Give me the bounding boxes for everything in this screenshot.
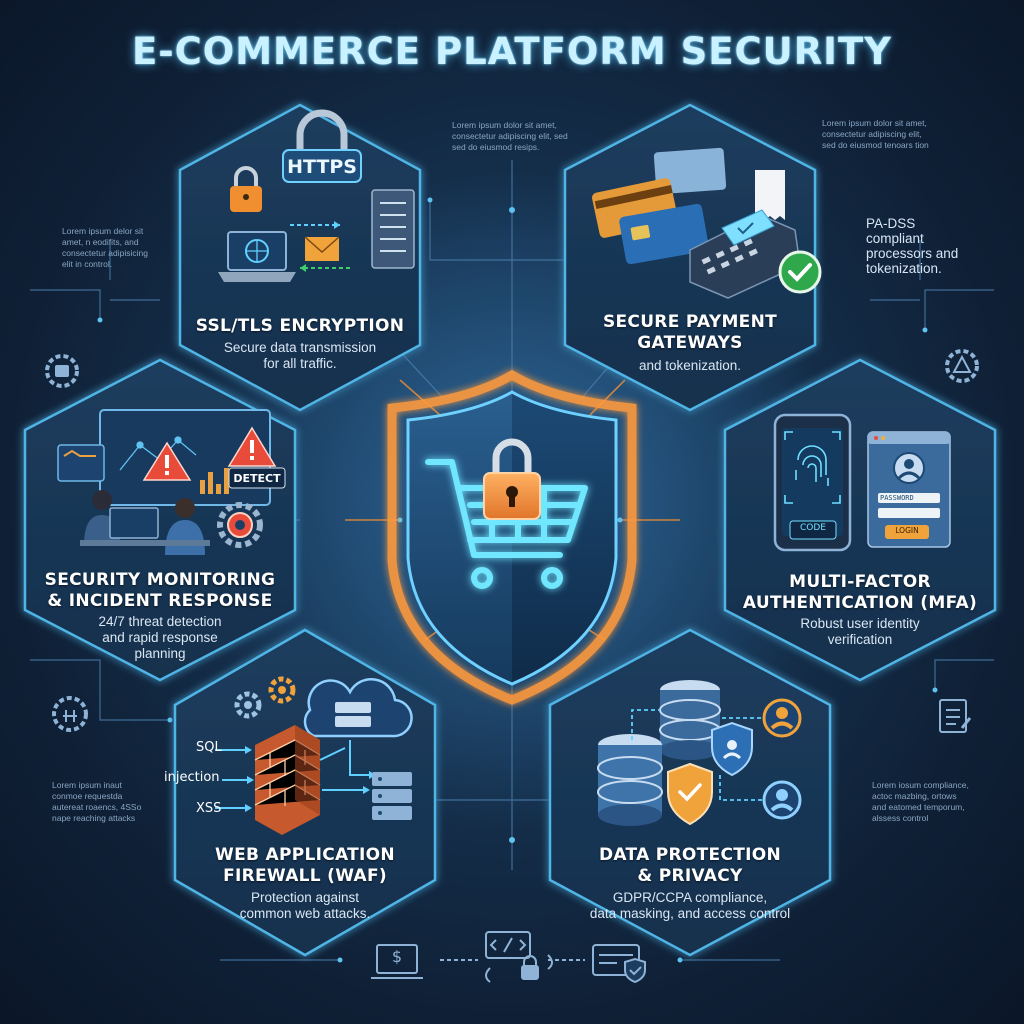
ssl-art	[218, 109, 415, 282]
note-line: Lorem ipsum dolor sit amet,	[452, 120, 557, 130]
mfa-password-field: PASSWORD	[880, 494, 914, 502]
payment-art	[592, 147, 822, 299]
note-line: amet, n eodifits, and	[62, 237, 139, 247]
waf-attack-xss: XSS	[196, 801, 222, 816]
note-line: actoc mazbing, ortows	[872, 791, 957, 801]
payment-title-line2: GATEWAYS	[637, 333, 743, 353]
data-desc: GDPR/CCPA compliance, data masking, and …	[550, 890, 830, 922]
note-line: sed do eiusmod tenoars tion	[822, 140, 929, 150]
https-badge: HTTPS	[272, 150, 372, 184]
ssl-desc: Secure data transmission for all traffic…	[180, 340, 420, 372]
waf-art	[215, 676, 413, 835]
mfa-art	[773, 413, 951, 552]
monitoring-desc-line2: and rapid response	[102, 630, 218, 645]
mfa-desc-line1: Robust user identity	[800, 616, 920, 631]
note-line: elit in control.	[62, 259, 113, 269]
waf-desc-line1: Protection against	[250, 890, 360, 905]
data-title: DATA PROTECTION & PRIVACY	[550, 845, 830, 887]
monitoring-desc-line1: 24/7 threat detection	[98, 614, 222, 629]
mfa-desc: Robust user identity verification	[725, 616, 995, 648]
hex-ssl	[178, 103, 422, 412]
waf-attack-injection: injection	[164, 770, 220, 785]
monitoring-desc-line3: planning	[134, 646, 186, 661]
bottom-icons	[371, 931, 646, 984]
monitoring-title-line2: & INCIDENT RESPONSE	[47, 591, 273, 611]
waf-desc-line2: common web attacks.	[239, 906, 371, 921]
note-top-left: Lorem ipsum dolor sit amet, consectetur …	[452, 120, 592, 153]
data-title-line2: & PRIVACY	[637, 866, 743, 886]
ssl-desc-line1: Secure data transmission	[223, 340, 377, 355]
mfa-title: MULTI-FACTOR AUTHENTICATION (MFA)	[725, 572, 995, 614]
note-left: Lorem ipsum delor sit amet, n eodifits, …	[62, 226, 172, 270]
note-top-right: Lorem ipsum dolor sit amet, consectetur …	[822, 118, 972, 151]
payment-desc: and tokenization.	[565, 358, 815, 374]
note-line: consectetur adipiscing elit,	[822, 129, 922, 139]
note-line: conmoe requestda	[52, 791, 123, 801]
waf-attack-sql: SQL	[196, 740, 222, 755]
note-line: autereat roaencs, 4SSo	[52, 802, 142, 812]
mfa-login-button[interactable]: LOGIN	[895, 526, 919, 535]
note-line: Lorem ipsum dolor sit amet,	[822, 118, 927, 128]
mfa-title-line1: MULTI-FACTOR	[789, 572, 931, 592]
https-label: HTTPS	[287, 156, 357, 178]
side-gear-left-top	[45, 354, 79, 388]
note-line: nape reaching attacks	[52, 813, 136, 823]
note-bottom-left: Lorem ipsum inaut conmoe requestda auter…	[52, 780, 172, 824]
side-gear-left-bottom	[52, 696, 88, 732]
note-line: tokenization.	[866, 261, 942, 276]
monitoring-title: SECURITY MONITORING & INCIDENT RESPONSE	[25, 570, 295, 612]
mfa-code-label: CODE	[800, 523, 826, 533]
note-line: PA-DSS	[866, 216, 916, 231]
note-line: and eatomed temporum,	[872, 802, 965, 812]
note-line: consectetur adipiscing elit, sed	[452, 131, 568, 141]
data-art	[597, 680, 802, 826]
monitoring-art	[57, 409, 286, 555]
note-bottom-right: Lorem iosum compliance, actoc mazbing, o…	[872, 780, 1002, 824]
monitoring-desc: 24/7 threat detection and rapid response…	[25, 614, 295, 662]
note-line: compliant	[866, 231, 924, 246]
payment-title: SECURE PAYMENT GATEWAYS	[565, 312, 815, 354]
note-line: sed do eiusmod resips.	[452, 142, 540, 152]
note-line: Lorem ipsum delor sit	[62, 226, 144, 236]
monitoring-title-line1: SECURITY MONITORING	[44, 570, 276, 590]
note-line: Lorem iosum compliance,	[872, 780, 969, 790]
page-title: E-COMMERCE PLATFORM SECURITY	[132, 30, 892, 73]
note-line: processors and	[866, 246, 959, 261]
waf-title-line1: WEB APPLICATION	[215, 845, 395, 865]
ssl-title-line1: SSL/TLS ENCRYPTION	[195, 316, 405, 336]
waf-title-line2: FIREWALL (WAF)	[223, 866, 387, 886]
note-line: Lorem ipsum inaut	[52, 780, 122, 790]
dollar-icon: $	[391, 947, 403, 966]
detect-label: DETECT	[233, 472, 281, 485]
data-title-line1: DATA PROTECTION	[598, 845, 782, 865]
central-shield	[387, 369, 637, 705]
payment-desc-line1: and tokenization.	[638, 358, 742, 373]
note-line: alssess control	[872, 813, 929, 823]
payment-title-line1: SECURE PAYMENT	[602, 312, 778, 332]
waf-title: WEB APPLICATION FIREWALL (WAF)	[175, 845, 435, 887]
ssl-title: SSL/TLS ENCRYPTION	[180, 316, 420, 337]
note-line: consectetur adipisicing	[62, 248, 148, 258]
waf-desc: Protection against common web attacks.	[175, 890, 435, 922]
side-checklist-right	[939, 699, 972, 733]
mfa-desc-line2: verification	[827, 632, 893, 647]
data-desc-line2: data masking, and access control	[589, 906, 791, 921]
ssl-desc-line2: for all traffic.	[263, 356, 337, 371]
data-desc-line1: GDPR/CCPA compliance,	[612, 890, 768, 905]
side-gear-right-top	[945, 349, 979, 383]
mfa-title-line2: AUTHENTICATION (MFA)	[742, 593, 978, 613]
note-right: PA-DSS compliant processors and tokeniza…	[866, 216, 1006, 276]
